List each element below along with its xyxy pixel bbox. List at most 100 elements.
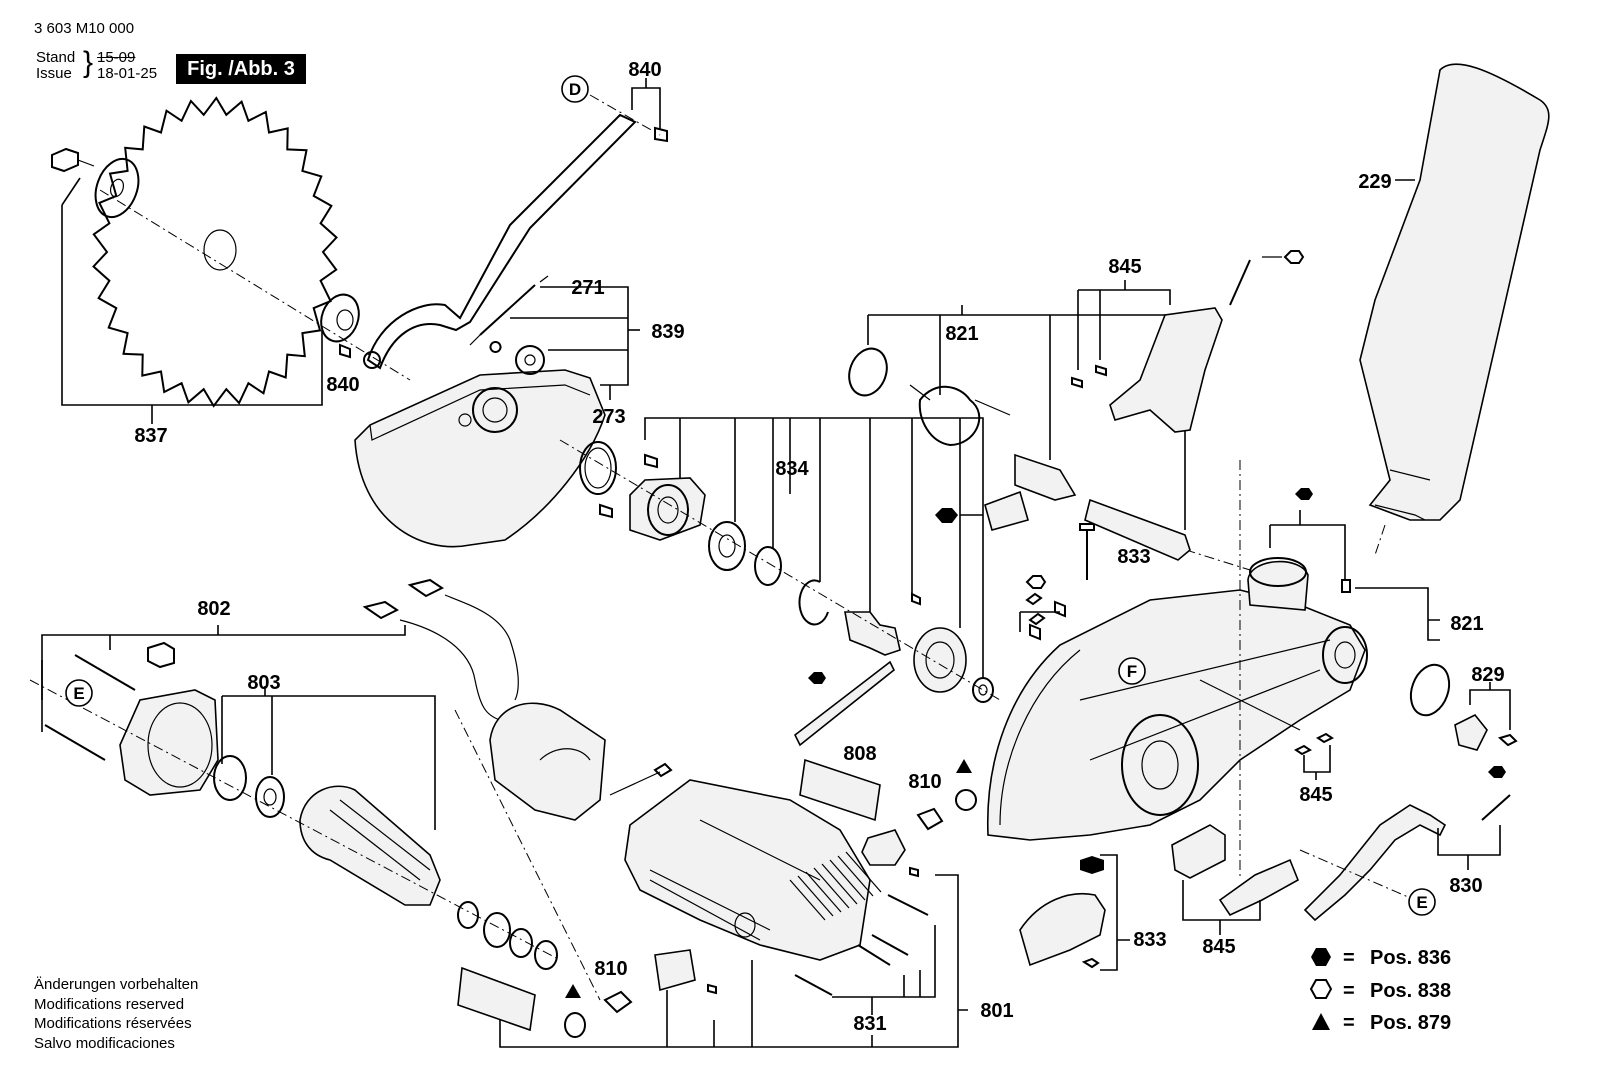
housing-nut-1 (1054, 600, 1066, 618)
carbon-brush-upper (916, 807, 944, 831)
callout-830: 830 (1449, 875, 1482, 897)
motor-end-cap (119, 689, 219, 796)
circlip (798, 579, 829, 626)
stop-bracket (1454, 713, 1488, 751)
stand-issue-labels: Stand Issue (36, 50, 75, 82)
wire-plug-1 (407, 578, 444, 598)
hexagon-marker-3 (1488, 766, 1506, 778)
shim-plate (984, 490, 1029, 531)
brush-clip (147, 641, 175, 669)
pivot-shaft (1084, 498, 1191, 561)
armature-bearing (483, 912, 511, 948)
stand-date: 15-09 (97, 49, 136, 66)
motor-group (29, 578, 673, 1001)
spring-washer-right (1409, 663, 1451, 717)
lever-screw (654, 126, 668, 143)
callout-829: 829 (1471, 664, 1504, 686)
callout-802: 802 (197, 598, 230, 620)
wire-plug-2 (362, 600, 399, 620)
legend-triangle-icon (1312, 1013, 1330, 1030)
stator (489, 702, 606, 821)
legend-eq-1: = (1343, 947, 1355, 969)
lever-spring (1481, 794, 1511, 821)
legend-hexagon-outline-icon (1309, 979, 1333, 999)
top-right-parts (848, 63, 1550, 971)
marker-f-circle (1118, 657, 1146, 685)
guard-lever (366, 113, 637, 370)
vent-slat (797, 875, 834, 917)
marker-e-left-circle (65, 679, 93, 707)
spindle-washer (972, 677, 994, 703)
label-plate (457, 966, 536, 1032)
callout-833-mid: 833 (1117, 546, 1150, 568)
hexagon-marker-2 (1295, 488, 1313, 500)
callout-839: 839 (651, 321, 684, 343)
saw-blade (92, 96, 338, 408)
retaining-ring (754, 546, 782, 586)
ball-bearing (708, 521, 746, 571)
saw-blade-group (51, 96, 411, 424)
issue-date: 18-01-25 (97, 65, 158, 82)
gearbox-housing-group (986, 460, 1368, 880)
blade-cover-229 (1359, 63, 1550, 521)
vent-slat (829, 859, 866, 901)
motor-bearing (255, 776, 285, 818)
carbon-brush-lower (603, 990, 633, 1014)
callout-229: 229 (1358, 171, 1391, 193)
legend-text-1: Pos. 836 (1370, 947, 1451, 969)
hexagon-outline-marker (1025, 575, 1047, 589)
motor-o-ring (213, 755, 247, 801)
callout-831: 831 (853, 1013, 886, 1035)
spring-washer (848, 347, 888, 397)
brush-holder-lower (654, 949, 696, 992)
legend-text-3: Pos. 879 (1370, 1012, 1451, 1034)
letter-markers: D E E F (65, 75, 1436, 916)
blade-guard (354, 369, 606, 548)
guard-lever-group (363, 78, 668, 370)
spindle-gear-group (559, 417, 1001, 703)
housing-vents (789, 851, 882, 921)
callout-801: 801 (980, 1000, 1013, 1022)
callout-273: 273 (592, 406, 625, 428)
brush-holder-upper (861, 829, 906, 866)
spring-sleeve (1014, 453, 1077, 501)
blade-bolt (51, 147, 79, 173)
figure-label: Fig. /Abb. 3 (176, 54, 306, 84)
blade-guard-group (354, 275, 640, 548)
stand-label: Stand (36, 49, 76, 66)
o-ring-273 (579, 441, 617, 495)
hexagon-outline-top (1283, 250, 1305, 264)
spindle-shaft (844, 611, 901, 656)
note-de: Änderungen vorbehalten (34, 976, 199, 993)
hexagon-marker-1 (935, 508, 958, 523)
vent-slat (813, 867, 850, 909)
bearing-flange (629, 477, 706, 541)
flange-screw (339, 343, 351, 359)
legend-eq-3: = (1343, 1012, 1355, 1034)
callout-833-bot: 833 (1133, 929, 1166, 951)
triangle-marker-1 (956, 759, 972, 773)
torsion-spring (918, 385, 981, 447)
modifications-note: Änderungen vorbehalten Modifications res… (34, 975, 198, 1053)
legend-text-2: Pos. 838 (1370, 980, 1451, 1002)
marker-d: D (569, 80, 581, 99)
clamp-plate (1171, 824, 1226, 879)
vent-slat (845, 851, 882, 893)
callout-840-mid: 840 (326, 374, 359, 396)
issue-label: Issue (36, 65, 72, 82)
symbol-legend: = Pos. 836 = Pos. 838 = Pos. 879 (1309, 947, 1451, 1034)
legend-eq-2: = (1343, 980, 1355, 1002)
housing-nut-2 (1029, 623, 1041, 641)
clamp-bracket (1218, 858, 1300, 917)
document-number: 3 603 M10 000 (34, 20, 135, 37)
callout-834: 834 (775, 458, 809, 480)
callout-845-bot: 845 (1202, 936, 1235, 958)
gasket-strip (793, 660, 896, 747)
label-808 (799, 758, 881, 822)
marker-e-left: E (73, 684, 84, 703)
callout-271: 271 (571, 277, 604, 299)
vent-slat (789, 879, 826, 921)
hexagon-marker-5 (808, 672, 826, 684)
triangle-marker-2 (565, 984, 581, 998)
